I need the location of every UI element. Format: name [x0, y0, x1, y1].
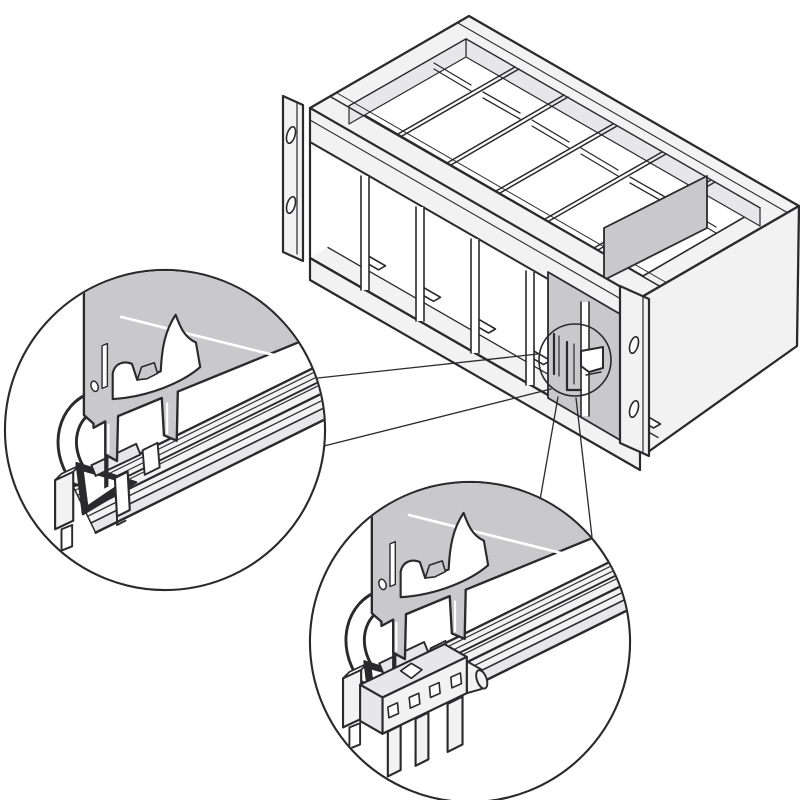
callout-left: [3, 268, 327, 592]
callout-leader-lines: [317, 353, 593, 538]
left-rail-inner-face: [348, 38, 467, 125]
leader-line: [539, 396, 559, 501]
leader-line: [575, 397, 593, 538]
rear-stringer-rail: [433, 62, 717, 234]
mounting-hole: [285, 125, 297, 145]
leader-line: [317, 353, 539, 379]
mounting-flange-left: [281, 94, 305, 263]
mounting-hole: [628, 335, 640, 355]
mounting-hole: [285, 195, 297, 215]
detail-marker-contents: [552, 332, 604, 392]
leader-line: [319, 388, 552, 448]
mounting-hole: [628, 399, 640, 419]
callout-bottom: [308, 480, 632, 800]
highlighted-panel-rear: [603, 175, 708, 281]
mounting-flange-right: [618, 284, 651, 458]
detail-marker-circle: [538, 323, 612, 397]
subrack-isometric: [281, 14, 800, 472]
